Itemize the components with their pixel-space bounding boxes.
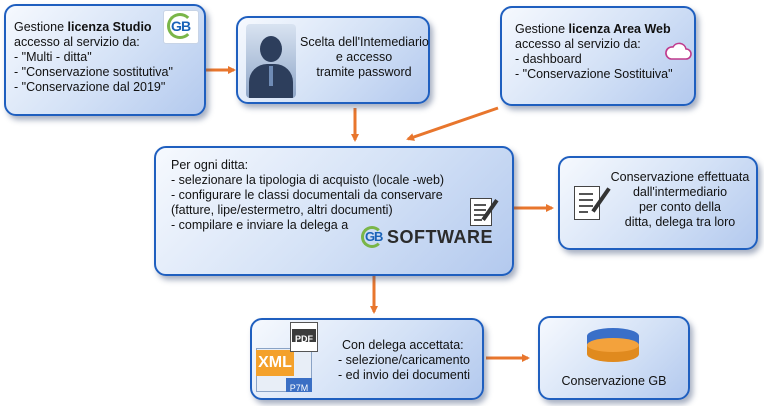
- delega-line: Con delega accettata:: [342, 338, 464, 352]
- cloud-icon: [665, 42, 692, 60]
- box-conservazione-intermediario-text: Conservazione effettuata dall'intermedia…: [606, 170, 754, 230]
- box-per-ogni-ditta: [154, 146, 514, 276]
- gb-logo: G B: [163, 10, 199, 44]
- p7m-badge: P7M: [286, 378, 312, 393]
- box-licenza-areaweb: [500, 6, 696, 106]
- gb-software-logo-word: SOFTWARE: [387, 227, 493, 247]
- xml-file-icon: XML: [256, 350, 294, 376]
- studio-title-prefix: Gestione: [14, 20, 68, 34]
- box-intermediario-text: Scelta dell'Intemediario e accesso trami…: [300, 35, 429, 80]
- areaweb-title-prefix: Gestione: [515, 22, 569, 36]
- delega-line: - ed invio dei documenti: [338, 368, 471, 382]
- intermediario-line: tramite password: [316, 65, 412, 79]
- cons-intermediario-line: per conto della: [638, 200, 721, 214]
- studio-line: - "Conservazione sostitutiva": [14, 65, 173, 79]
- person-head: [260, 36, 282, 62]
- delega-line: - selezione/caricamento: [338, 353, 471, 367]
- pdf-badge: PDF: [292, 329, 316, 344]
- cons-intermediario-line: Conservazione effettuata: [610, 170, 750, 184]
- ditta-line: (fatture, lipe/estermetro, altri documen…: [171, 203, 393, 217]
- studio-title-bold: licenza Studio: [67, 20, 152, 34]
- pdf-label: PDF: [295, 334, 313, 344]
- intermediario-line: Scelta dell'Intemediario: [300, 35, 429, 49]
- ditta-line: Per ogni ditta:: [171, 158, 249, 172]
- cons-intermediario-line: ditta, delega tra loro: [624, 215, 736, 229]
- box-per-ogni-ditta-text: Per ogni ditta: - selezionare la tipolog…: [171, 158, 444, 233]
- box-licenza-areaweb-text: Gestione licenza Area Web accesso al ser…: [515, 22, 673, 82]
- gb-software-logo: G B SOFTWARE: [361, 226, 493, 248]
- ditta-line: - configurare le classi documentali da c…: [171, 188, 443, 202]
- cons-intermediario-line: dall'intermediario: [632, 185, 728, 199]
- gb-software-logo-g: G: [365, 229, 376, 244]
- person-icon: [246, 24, 296, 98]
- ditta-line: - selezionare la tipologia di acquisto (…: [171, 173, 445, 187]
- areaweb-line: - dashboard: [515, 52, 582, 66]
- gb-logo-g: G: [171, 18, 182, 34]
- box-conservazione-gb-label: Conservazione GB: [561, 374, 667, 388]
- areaweb-line: accesso al servizio da:: [515, 37, 641, 51]
- studio-line: accesso al servizio da:: [14, 35, 140, 49]
- box-delega-accettata-text: Con delega accettata: - selezione/carica…: [338, 338, 470, 383]
- studio-line: - "Conservazione dal 2019": [14, 80, 166, 94]
- studio-line: - "Multi - ditta": [14, 50, 92, 64]
- gb-software-logo-circle: [361, 226, 383, 248]
- gb-logo-b: B: [181, 18, 192, 34]
- box-licenza-studio-text: Gestione licenza Studio accesso al servi…: [14, 20, 173, 95]
- arrow-areaweb-to-ditta: [406, 106, 499, 141]
- database-icon: [587, 328, 639, 364]
- areaweb-line: - "Conservazione Sostituiva": [515, 67, 673, 81]
- gb-logo-circle: [167, 13, 193, 39]
- person-tie: [269, 66, 273, 86]
- pdf-file-icon: PDF: [290, 322, 318, 352]
- p7m-label: P7M: [289, 383, 309, 393]
- xml-label: XML: [258, 354, 292, 371]
- areaweb-title-bold: licenza Area Web: [568, 22, 671, 36]
- gb-software-logo-b: B: [374, 229, 384, 244]
- intermediario-line: e accesso: [335, 50, 393, 64]
- document-edit-icon: [470, 198, 492, 226]
- ditta-line: - compilare e inviare la delega a: [171, 218, 349, 232]
